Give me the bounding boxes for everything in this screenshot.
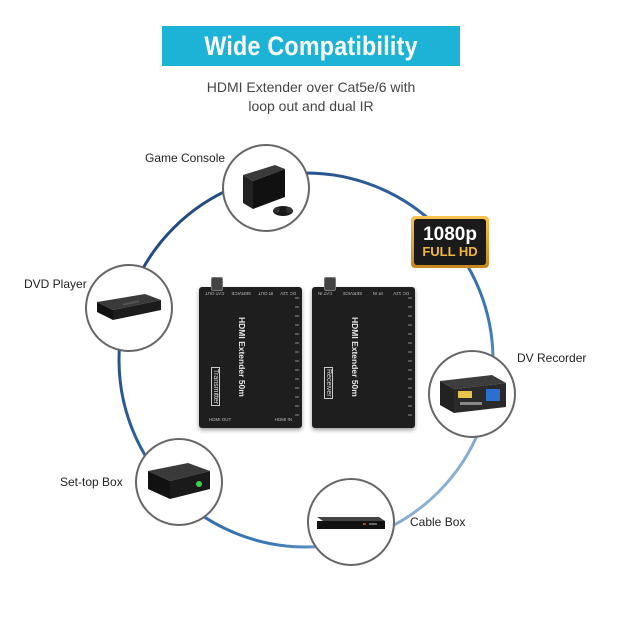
dv-recorder-label: DV Recorder xyxy=(517,351,587,365)
receiver-top-ports: DC 12V IR IN SERVICE CAT IN xyxy=(318,291,409,296)
dv-recorder-circle xyxy=(428,350,516,438)
title-banner: Wide Compatibility xyxy=(162,26,460,66)
cable-box-icon xyxy=(317,517,385,529)
settop-box-label: Set-top Box xyxy=(60,475,123,489)
subtitle-line-2: loop out and dual IR xyxy=(248,98,374,114)
transmitter-unit: DC 12V IR OUT SERVICE CAT OUT HDMI Exten… xyxy=(199,277,302,428)
transmitter-name: HDMI Extender 50m xyxy=(237,317,247,397)
port-label: IR IN xyxy=(372,291,383,296)
port-label: CAT OUT xyxy=(205,291,225,296)
cable-box-label: Cable Box xyxy=(410,515,466,529)
port-label: SERVICE xyxy=(231,291,252,296)
receiver-role: Receiver xyxy=(324,367,333,399)
dvd-player-circle xyxy=(85,264,173,352)
heat-ribs xyxy=(295,297,299,418)
game-console-icon xyxy=(243,165,293,216)
port-label: CAT IN xyxy=(318,291,333,296)
dvd-player-label: DVD Player xyxy=(24,277,87,291)
cable-box-circle xyxy=(307,478,395,566)
badge-label: FULL HD xyxy=(422,244,478,259)
ir-jack xyxy=(324,277,336,291)
settop-box-circle xyxy=(135,438,223,526)
transmitter-top-ports: DC 12V IR OUT SERVICE CAT OUT xyxy=(205,291,296,296)
ir-jack xyxy=(211,277,223,291)
dv-recorder-icon xyxy=(440,375,506,413)
settop-box-icon xyxy=(148,463,210,499)
badge-resolution: 1080p xyxy=(423,224,477,245)
subtitle: HDMI Extender over Cat5e/6 with loop out… xyxy=(180,78,442,116)
receiver-unit: DC 12V IR IN SERVICE CAT IN HDMI Extende… xyxy=(312,277,415,428)
transmitter-bottom-ports: HDMI OUT HDMI IN xyxy=(209,417,292,422)
port-label: IR OUT xyxy=(258,291,274,296)
port-label: HDMI OUT xyxy=(209,417,232,422)
game-console-circle xyxy=(222,144,310,232)
game-console-label: Game Console xyxy=(145,151,226,165)
port-label: HDMI IN xyxy=(274,417,292,422)
subtitle-line-1: HDMI Extender over Cat5e/6 with xyxy=(206,79,416,95)
page-title: Wide Compatibility xyxy=(204,30,418,61)
receiver-name: HDMI Extender 50m xyxy=(350,317,360,397)
dvd-player-icon xyxy=(97,294,161,320)
transmitter-role: Transmitter xyxy=(211,367,220,407)
port-label: SERVICE xyxy=(342,291,363,296)
heat-ribs xyxy=(408,297,412,418)
port-label: DC 12V xyxy=(393,291,409,296)
full-hd-badge: 1080p FULL HD xyxy=(411,216,489,268)
port-label: DC 12V xyxy=(280,291,296,296)
